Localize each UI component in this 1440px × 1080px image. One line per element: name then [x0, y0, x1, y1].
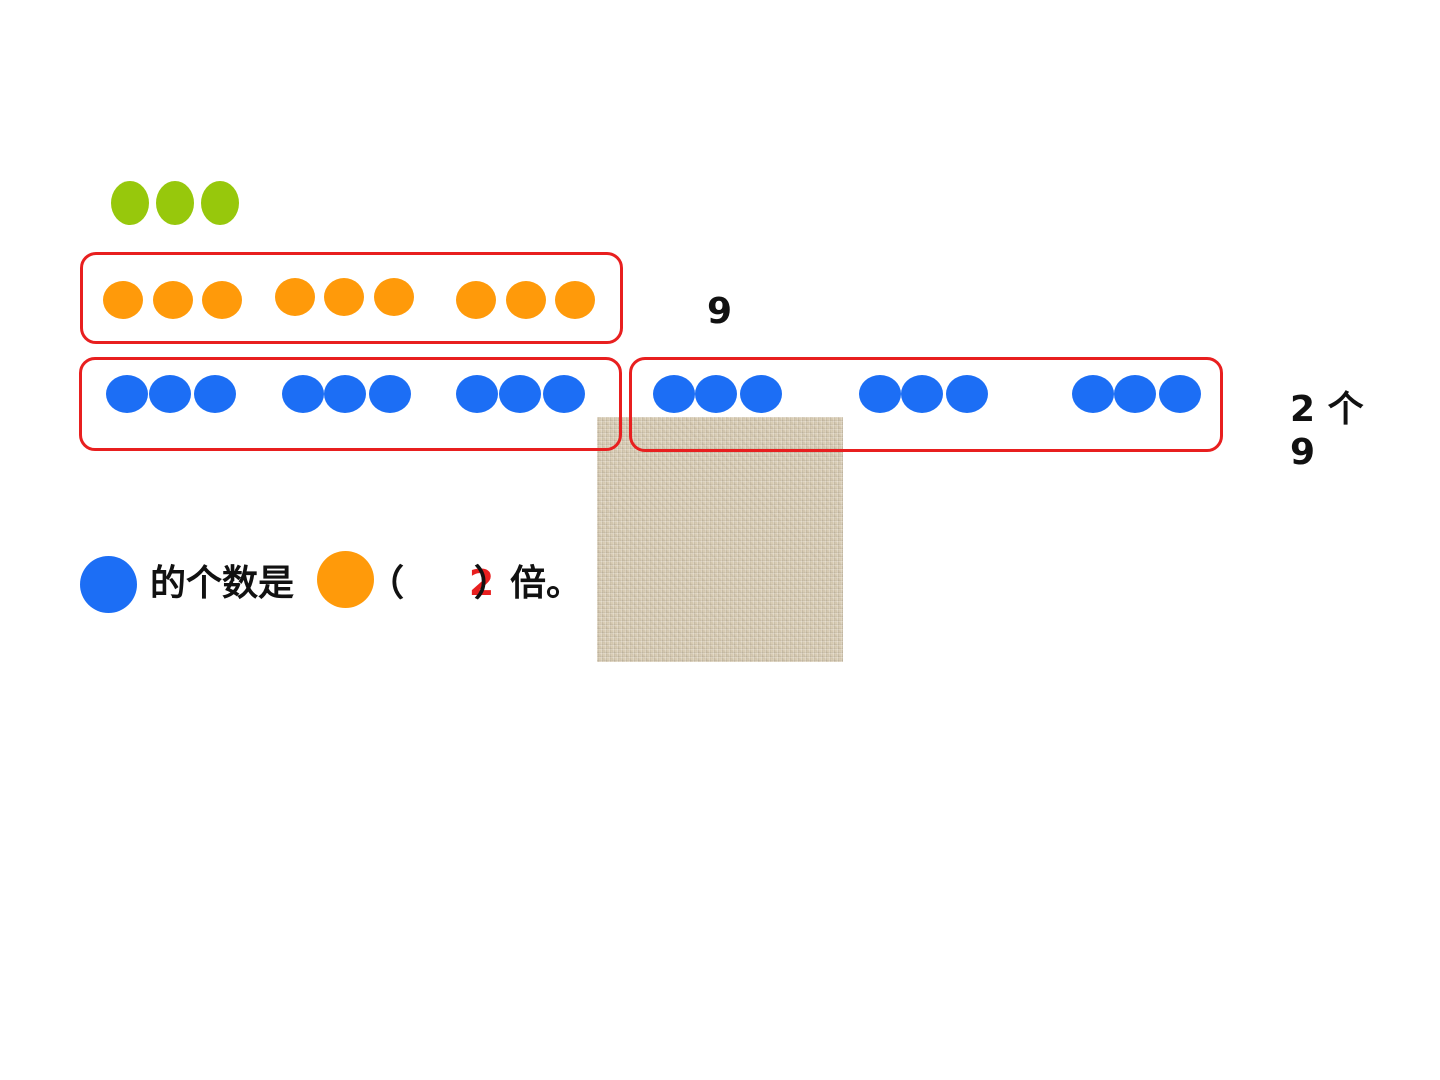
orange-group-box	[80, 252, 623, 344]
burlap-texture-image	[597, 417, 843, 662]
question-text-3: ）倍。	[474, 563, 583, 604]
blue-total-label: 2 个 9	[1290, 388, 1364, 474]
orange-dot	[324, 278, 364, 316]
orange-dot	[506, 281, 546, 319]
blue-total-line2: 9	[1290, 432, 1316, 474]
green-dot	[156, 181, 194, 225]
blue-dot	[740, 375, 782, 413]
blue-dot	[369, 375, 411, 413]
blue-dot	[1114, 375, 1156, 413]
blue-dot	[1159, 375, 1201, 413]
orange-dot-symbol	[317, 551, 374, 608]
orange-dot	[153, 281, 193, 319]
blue-group-box-1	[79, 357, 622, 451]
blue-group-box-2	[629, 357, 1223, 452]
orange-dot	[456, 281, 496, 319]
green-dot	[111, 181, 149, 225]
blue-dot	[499, 375, 541, 413]
blue-dot	[456, 375, 498, 413]
orange-dot	[374, 278, 414, 316]
blue-dot	[653, 375, 695, 413]
orange-dot	[275, 278, 315, 316]
orange-dot	[202, 281, 242, 319]
blue-dot	[324, 375, 366, 413]
question-text-1: 的个数是	[150, 563, 295, 604]
orange-total-label: 9	[707, 291, 733, 332]
blue-dot	[149, 375, 191, 413]
blue-dot	[1072, 375, 1114, 413]
orange-dot	[555, 281, 595, 319]
blue-dot	[282, 375, 324, 413]
orange-dot	[103, 281, 143, 319]
blue-dot	[106, 375, 148, 413]
blue-dot	[859, 375, 901, 413]
blue-dot	[901, 375, 943, 413]
blue-dot	[946, 375, 988, 413]
blue-dot-symbol	[80, 556, 137, 613]
green-dot	[201, 181, 239, 225]
blue-dot	[194, 375, 236, 413]
blue-total-line1: 2 个	[1290, 389, 1364, 430]
blue-dot	[543, 375, 585, 413]
blue-dot	[695, 375, 737, 413]
question-answer: 2	[469, 563, 495, 604]
